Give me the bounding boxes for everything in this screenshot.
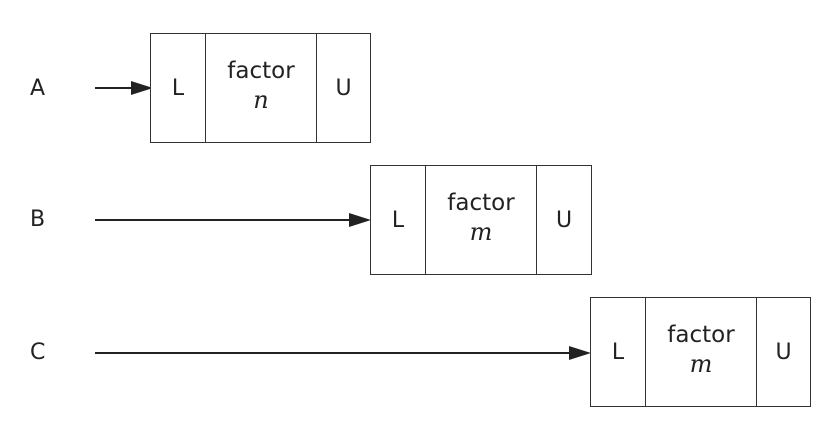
factor-label: factor xyxy=(227,58,295,84)
factor-cell: factor n xyxy=(206,34,317,142)
arrow-head-icon xyxy=(349,213,371,227)
arrow-b xyxy=(95,210,373,230)
arrow-c xyxy=(95,343,593,363)
factor-variable: m xyxy=(469,218,493,246)
factor-box-b: L factor m U xyxy=(370,165,592,275)
row-label-a: A xyxy=(30,76,46,101)
l-cell: L xyxy=(591,298,646,406)
l-cell: L xyxy=(371,166,426,274)
arrow-head-icon xyxy=(569,346,591,360)
factor-label: factor xyxy=(447,190,515,216)
arrow-a xyxy=(95,78,153,98)
u-cell: U xyxy=(555,207,573,233)
l-cell: L xyxy=(151,34,206,142)
factor-box-a: L factor n U xyxy=(150,33,371,143)
factor-variable: m xyxy=(689,350,713,378)
factor-cell: factor m xyxy=(646,298,757,406)
row-label-c: C xyxy=(30,340,46,365)
arrow-head-icon xyxy=(131,81,153,95)
factor-label: factor xyxy=(667,322,735,348)
u-cell: U xyxy=(335,75,352,101)
factor-cell: factor m xyxy=(426,166,537,274)
u-cell: U xyxy=(775,339,792,365)
row-label-b: B xyxy=(30,207,46,232)
factor-variable: n xyxy=(253,86,269,114)
factor-box-c: L factor m U xyxy=(590,297,811,407)
